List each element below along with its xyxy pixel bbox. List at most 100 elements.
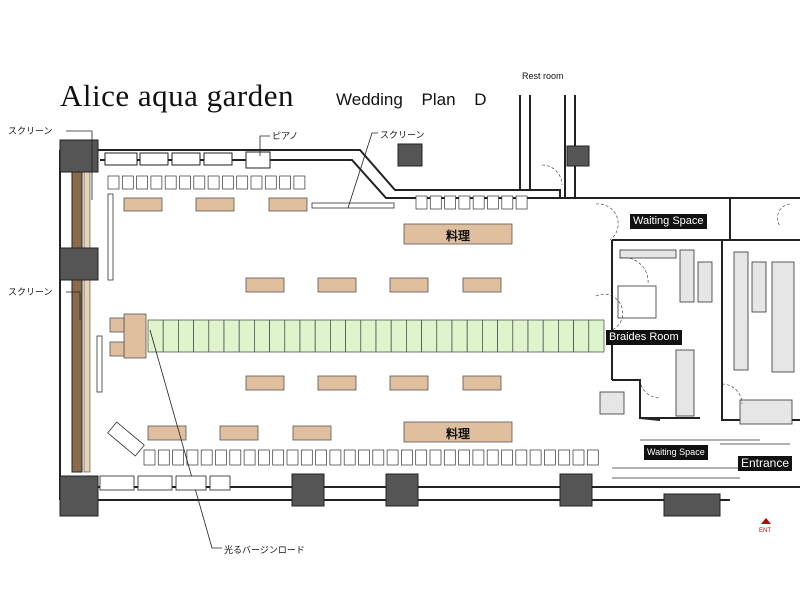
label-piano: ピアノ — [272, 131, 299, 141]
guest-chair — [121, 175, 134, 190]
virgin-road-tile — [482, 319, 498, 353]
guest-chair — [293, 175, 306, 190]
guest-chair — [586, 449, 599, 466]
virgin-road-tile — [406, 319, 422, 353]
guest-chair — [429, 449, 442, 466]
guest-chair — [315, 449, 327, 466]
guest-chair — [515, 195, 528, 210]
guest-chair — [343, 449, 356, 466]
guest-chair — [258, 449, 270, 466]
virgin-road-tile — [542, 319, 559, 353]
virgin-road-tile — [178, 319, 194, 353]
guest-chair — [401, 449, 413, 466]
label-entrance: Entrance — [738, 456, 793, 471]
virgin-road-tile — [269, 319, 286, 353]
virgin-road-tile — [573, 319, 590, 353]
guest-chair — [558, 449, 571, 466]
guest-chair — [250, 175, 263, 190]
tables — [109, 197, 502, 441]
guest-chair — [529, 449, 542, 466]
guest-chair — [243, 449, 256, 466]
guest-chair — [487, 195, 499, 210]
guest-chair — [236, 175, 249, 190]
virgin-road-tile — [147, 319, 164, 353]
guest-chair — [150, 175, 163, 190]
virgin-road-tile — [390, 319, 407, 353]
angled-bench — [107, 421, 145, 457]
guest-chair — [458, 449, 470, 466]
guest-chair — [358, 449, 370, 466]
guest-chair — [207, 175, 220, 190]
guest-chair — [444, 195, 456, 210]
guest-chair — [186, 449, 199, 466]
guest-chair — [372, 449, 385, 466]
guest-chair — [415, 195, 428, 210]
plan-title: Alice aqua garden — [60, 78, 294, 113]
guest-chair — [143, 449, 156, 466]
virgin-road-tile — [451, 319, 468, 353]
label-ent: ENT — [759, 528, 771, 534]
virgin-road-tile — [330, 319, 346, 353]
left-inner-strip — [83, 171, 91, 473]
guest-chair — [279, 175, 291, 190]
buffet-table-bottom — [403, 421, 513, 443]
right-fixtures — [599, 249, 795, 425]
buffet-label-bottom: 料理 — [446, 427, 471, 441]
label-waiting-space-bottom: Waiting Space — [644, 445, 708, 460]
guest-chair — [515, 449, 528, 466]
virgin-road-tile — [375, 319, 392, 353]
virgin-road-tile — [193, 319, 210, 353]
virgin-road-tile — [497, 319, 514, 353]
virgin-road-tile — [162, 319, 179, 353]
virgin-road-tile — [254, 319, 270, 353]
plan-subtitle: Wedding Plan D — [336, 90, 487, 109]
guest-chair — [386, 449, 399, 466]
virgin-road-tile — [466, 319, 483, 353]
guest-chair — [300, 449, 313, 466]
virgin-road-tile — [588, 319, 605, 353]
label-virgin-road: 光るバージンロード — [224, 545, 305, 555]
label-rest-room: Rest room — [522, 71, 564, 81]
label-screen-left-mid: スクリーン — [8, 287, 53, 297]
guest-chairs — [107, 175, 599, 466]
top-frames — [104, 151, 271, 169]
virgin-road-tile — [284, 319, 301, 353]
guest-chair — [486, 449, 499, 466]
guest-chair — [264, 175, 277, 190]
guest-chair — [501, 195, 514, 210]
guest-chair — [136, 175, 148, 190]
virgin-road-tile — [223, 319, 240, 353]
guest-chair — [229, 449, 242, 466]
guest-chair — [443, 449, 456, 466]
left-glass-strip — [71, 171, 83, 473]
label-braides-room: Braides Room — [606, 330, 682, 345]
virgin-road-tile — [314, 319, 331, 353]
virgin-road — [147, 319, 605, 353]
guest-chair — [193, 175, 206, 190]
guest-chair — [157, 449, 170, 466]
guest-chair — [429, 195, 442, 210]
guest-chair — [501, 449, 513, 466]
guest-chair — [200, 449, 213, 466]
guest-chair — [472, 195, 485, 210]
virgin-road-tile — [421, 319, 438, 353]
guest-chair — [272, 449, 285, 466]
right-lines — [612, 439, 790, 479]
label-screen-top-left: スクリーン — [8, 126, 53, 136]
guest-chair — [458, 195, 471, 210]
guest-chair — [415, 449, 428, 466]
guest-chair — [472, 449, 485, 466]
guest-chair — [544, 449, 556, 466]
virgin-road-tile — [238, 319, 255, 353]
virgin-road-tile — [345, 319, 362, 353]
guest-chair — [172, 449, 184, 466]
guest-chair — [572, 449, 585, 466]
label-waiting-space-top: Waiting Space — [630, 214, 707, 229]
ent-marker-icon — [761, 518, 771, 524]
buffet-table-top — [403, 223, 513, 245]
bottom-frames — [99, 475, 231, 491]
guest-chair — [222, 175, 234, 190]
label-screen-top-center: スクリーン — [380, 130, 425, 140]
guest-chair — [164, 175, 177, 190]
